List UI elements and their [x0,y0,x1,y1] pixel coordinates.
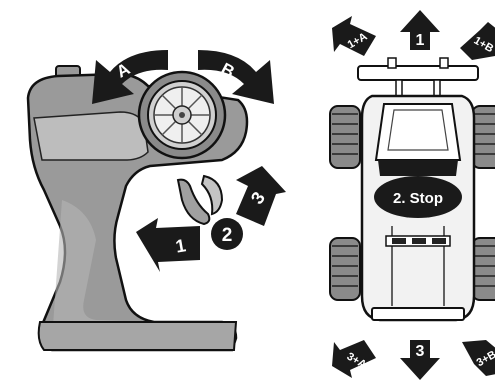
stop-label: 2. Stop [393,190,443,207]
controller-top-panel [34,112,148,160]
pull-trigger-arrow: 1 [136,218,200,272]
truck-cab [376,104,460,160]
trigger-guard [202,176,222,214]
step2-label: 2 [222,225,233,246]
forward-left-arrow: 1+A [332,16,376,56]
release-trigger-marker: 2 [211,218,243,250]
rear-spoiler [358,66,478,80]
steering-wheel-icon [139,72,225,158]
stop-badge: 2. Stop [374,176,462,218]
forward-label: 1 [416,32,425,49]
tire-rear-left [330,238,360,300]
reverse-left-arrow: 3+A [332,340,376,378]
reverse-right-arrow: 3+B [462,340,495,376]
reverse-label: 3 [416,343,425,360]
front-bumper [372,308,464,320]
tire-front-left [330,106,360,168]
windshield [378,160,458,176]
tire-front-right [472,106,495,168]
tire-rear-right [472,238,495,300]
forward-right-arrow: 1+B [460,22,495,60]
push-trigger-arrow: 3 [236,166,286,226]
controller-base [39,322,236,350]
reverse-arrow: 3 [400,340,440,380]
forward-arrow: 1 [400,10,440,50]
